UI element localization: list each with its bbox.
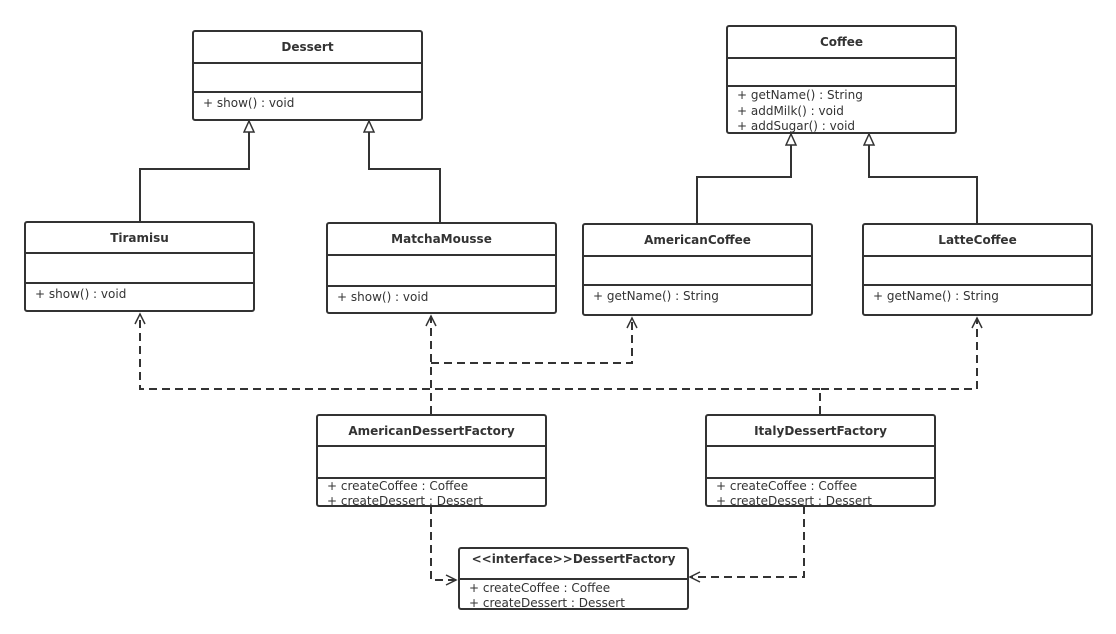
method: + getName() : String xyxy=(593,289,719,303)
interface-dessert-factory[interactable]: <<interface>>DessertFactory + createCoff… xyxy=(458,547,689,610)
method: + addMilk() : void xyxy=(737,103,844,118)
class-name: Coffee xyxy=(728,27,955,59)
class-dessert[interactable]: Dessert + show() : void xyxy=(192,30,423,121)
class-name: AmericanCoffee xyxy=(584,225,811,257)
class-name: AmericanDessertFactory xyxy=(318,416,545,447)
class-name: ItalyDessertFactory xyxy=(707,416,934,447)
dep-american-coffee xyxy=(431,316,638,364)
impl-italy xyxy=(688,506,805,583)
attributes xyxy=(328,256,555,287)
impl-american xyxy=(430,506,458,586)
inherit-american-coffee xyxy=(696,134,791,223)
dep-italy-tiramisu xyxy=(134,312,820,390)
method: + createCoffee : Coffee xyxy=(327,479,469,493)
method: + show() : void xyxy=(35,287,127,301)
class-name: LatteCoffee xyxy=(864,225,1091,257)
dep-italy-latte xyxy=(819,316,983,414)
interface-name: <<interface>>DessertFactory xyxy=(460,549,687,580)
attributes xyxy=(584,257,811,286)
inherit-latte xyxy=(869,134,978,223)
class-italy-dessert-factory[interactable]: ItalyDessertFactory + createCoffee : Cof… xyxy=(705,414,936,507)
attributes xyxy=(318,447,545,479)
class-name: MatchaMousse xyxy=(328,224,555,256)
method: + createCoffee : Coffee xyxy=(469,581,611,595)
class-matcha-mousse[interactable]: MatchaMousse + show() : void xyxy=(326,222,557,314)
attributes xyxy=(194,64,421,93)
attributes xyxy=(26,254,253,284)
class-american-dessert-factory[interactable]: AmericanDessertFactory + createCoffee : … xyxy=(316,414,547,507)
class-tiramisu[interactable]: Tiramisu + show() : void xyxy=(24,221,255,312)
inherit-matcha xyxy=(369,121,441,222)
method: + createDessert : Dessert xyxy=(716,494,872,505)
method: + getName() : String xyxy=(737,88,863,102)
method: + show() : void xyxy=(203,96,295,110)
attributes xyxy=(707,447,934,479)
class-coffee[interactable]: Coffee + getName() : String + addMilk() … xyxy=(726,25,957,134)
class-name: Tiramisu xyxy=(26,223,253,254)
method: + createDessert : Dessert xyxy=(327,494,483,505)
class-latte-coffee[interactable]: LatteCoffee + getName() : String xyxy=(862,223,1093,316)
method: + show() : void xyxy=(337,290,429,304)
method: + getName() : String xyxy=(873,289,999,303)
class-american-coffee[interactable]: AmericanCoffee + getName() : String xyxy=(582,223,813,316)
class-name: Dessert xyxy=(194,32,421,64)
inherit-tiramisu xyxy=(139,121,249,221)
attributes xyxy=(864,257,1091,286)
attributes xyxy=(728,59,955,87)
method: + createDessert : Dessert xyxy=(469,596,625,609)
method: + addSugar() : void xyxy=(737,119,856,133)
method: + createCoffee : Coffee xyxy=(716,479,858,493)
